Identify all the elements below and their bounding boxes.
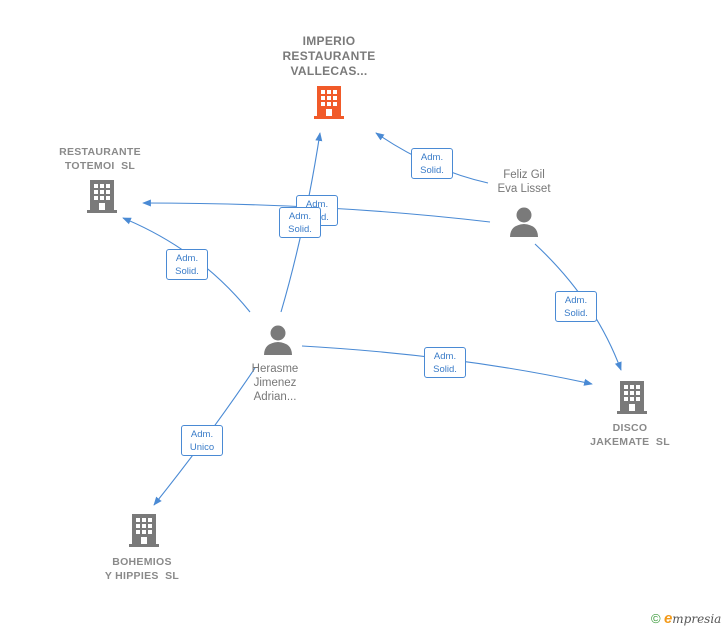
building-icon <box>87 180 117 213</box>
building-icon <box>314 86 344 119</box>
edge-label-feliz-imperio[interactable]: Adm. Solid. <box>411 148 453 179</box>
node-disco-label[interactable]: DISCO JAKEMATE SL <box>590 422 670 448</box>
edge-label-herasme-imperio[interactable]: Adm. Solid. <box>279 207 321 238</box>
node-bohemios-icon[interactable] <box>128 512 160 553</box>
building-icon <box>617 381 647 414</box>
edge-label-herasme-bohemios[interactable]: Adm. Unico <box>181 425 223 456</box>
edge-label-herasme-disco[interactable]: Adm. Solid. <box>424 347 466 378</box>
brand-logo-initial: e <box>663 610 673 627</box>
building-icon <box>129 514 159 547</box>
person-icon <box>510 207 538 237</box>
brand-logo-text: mpresia <box>672 612 722 626</box>
node-feliz-icon[interactable] <box>508 206 540 243</box>
node-feliz-label[interactable]: Feliz Gil Eva Lisset <box>497 169 551 195</box>
node-imperio-label[interactable]: IMPERIO RESTAURANTE VALLECAS... <box>282 34 376 78</box>
brand-footer: © empresia <box>651 610 721 627</box>
node-disco-icon[interactable] <box>616 379 648 420</box>
node-herasme-label[interactable]: Herasme Jimenez Adrian... <box>251 363 299 403</box>
node-totemoi-label[interactable]: RESTAURANTE TOTEMOI SL <box>59 146 141 172</box>
node-totemoi-icon[interactable] <box>86 178 118 219</box>
edge-label-herasme-totemoi[interactable]: Adm. Solid. <box>166 249 208 280</box>
node-herasme-icon[interactable] <box>262 324 294 361</box>
person-icon <box>264 325 292 355</box>
copyright-icon: © <box>651 611 661 626</box>
edge-label-feliz-disco[interactable]: Adm. Solid. <box>555 291 597 322</box>
node-imperio-icon[interactable] <box>313 84 345 125</box>
node-bohemios-label[interactable]: BOHEMIOS Y HIPPIES SL <box>104 556 180 582</box>
